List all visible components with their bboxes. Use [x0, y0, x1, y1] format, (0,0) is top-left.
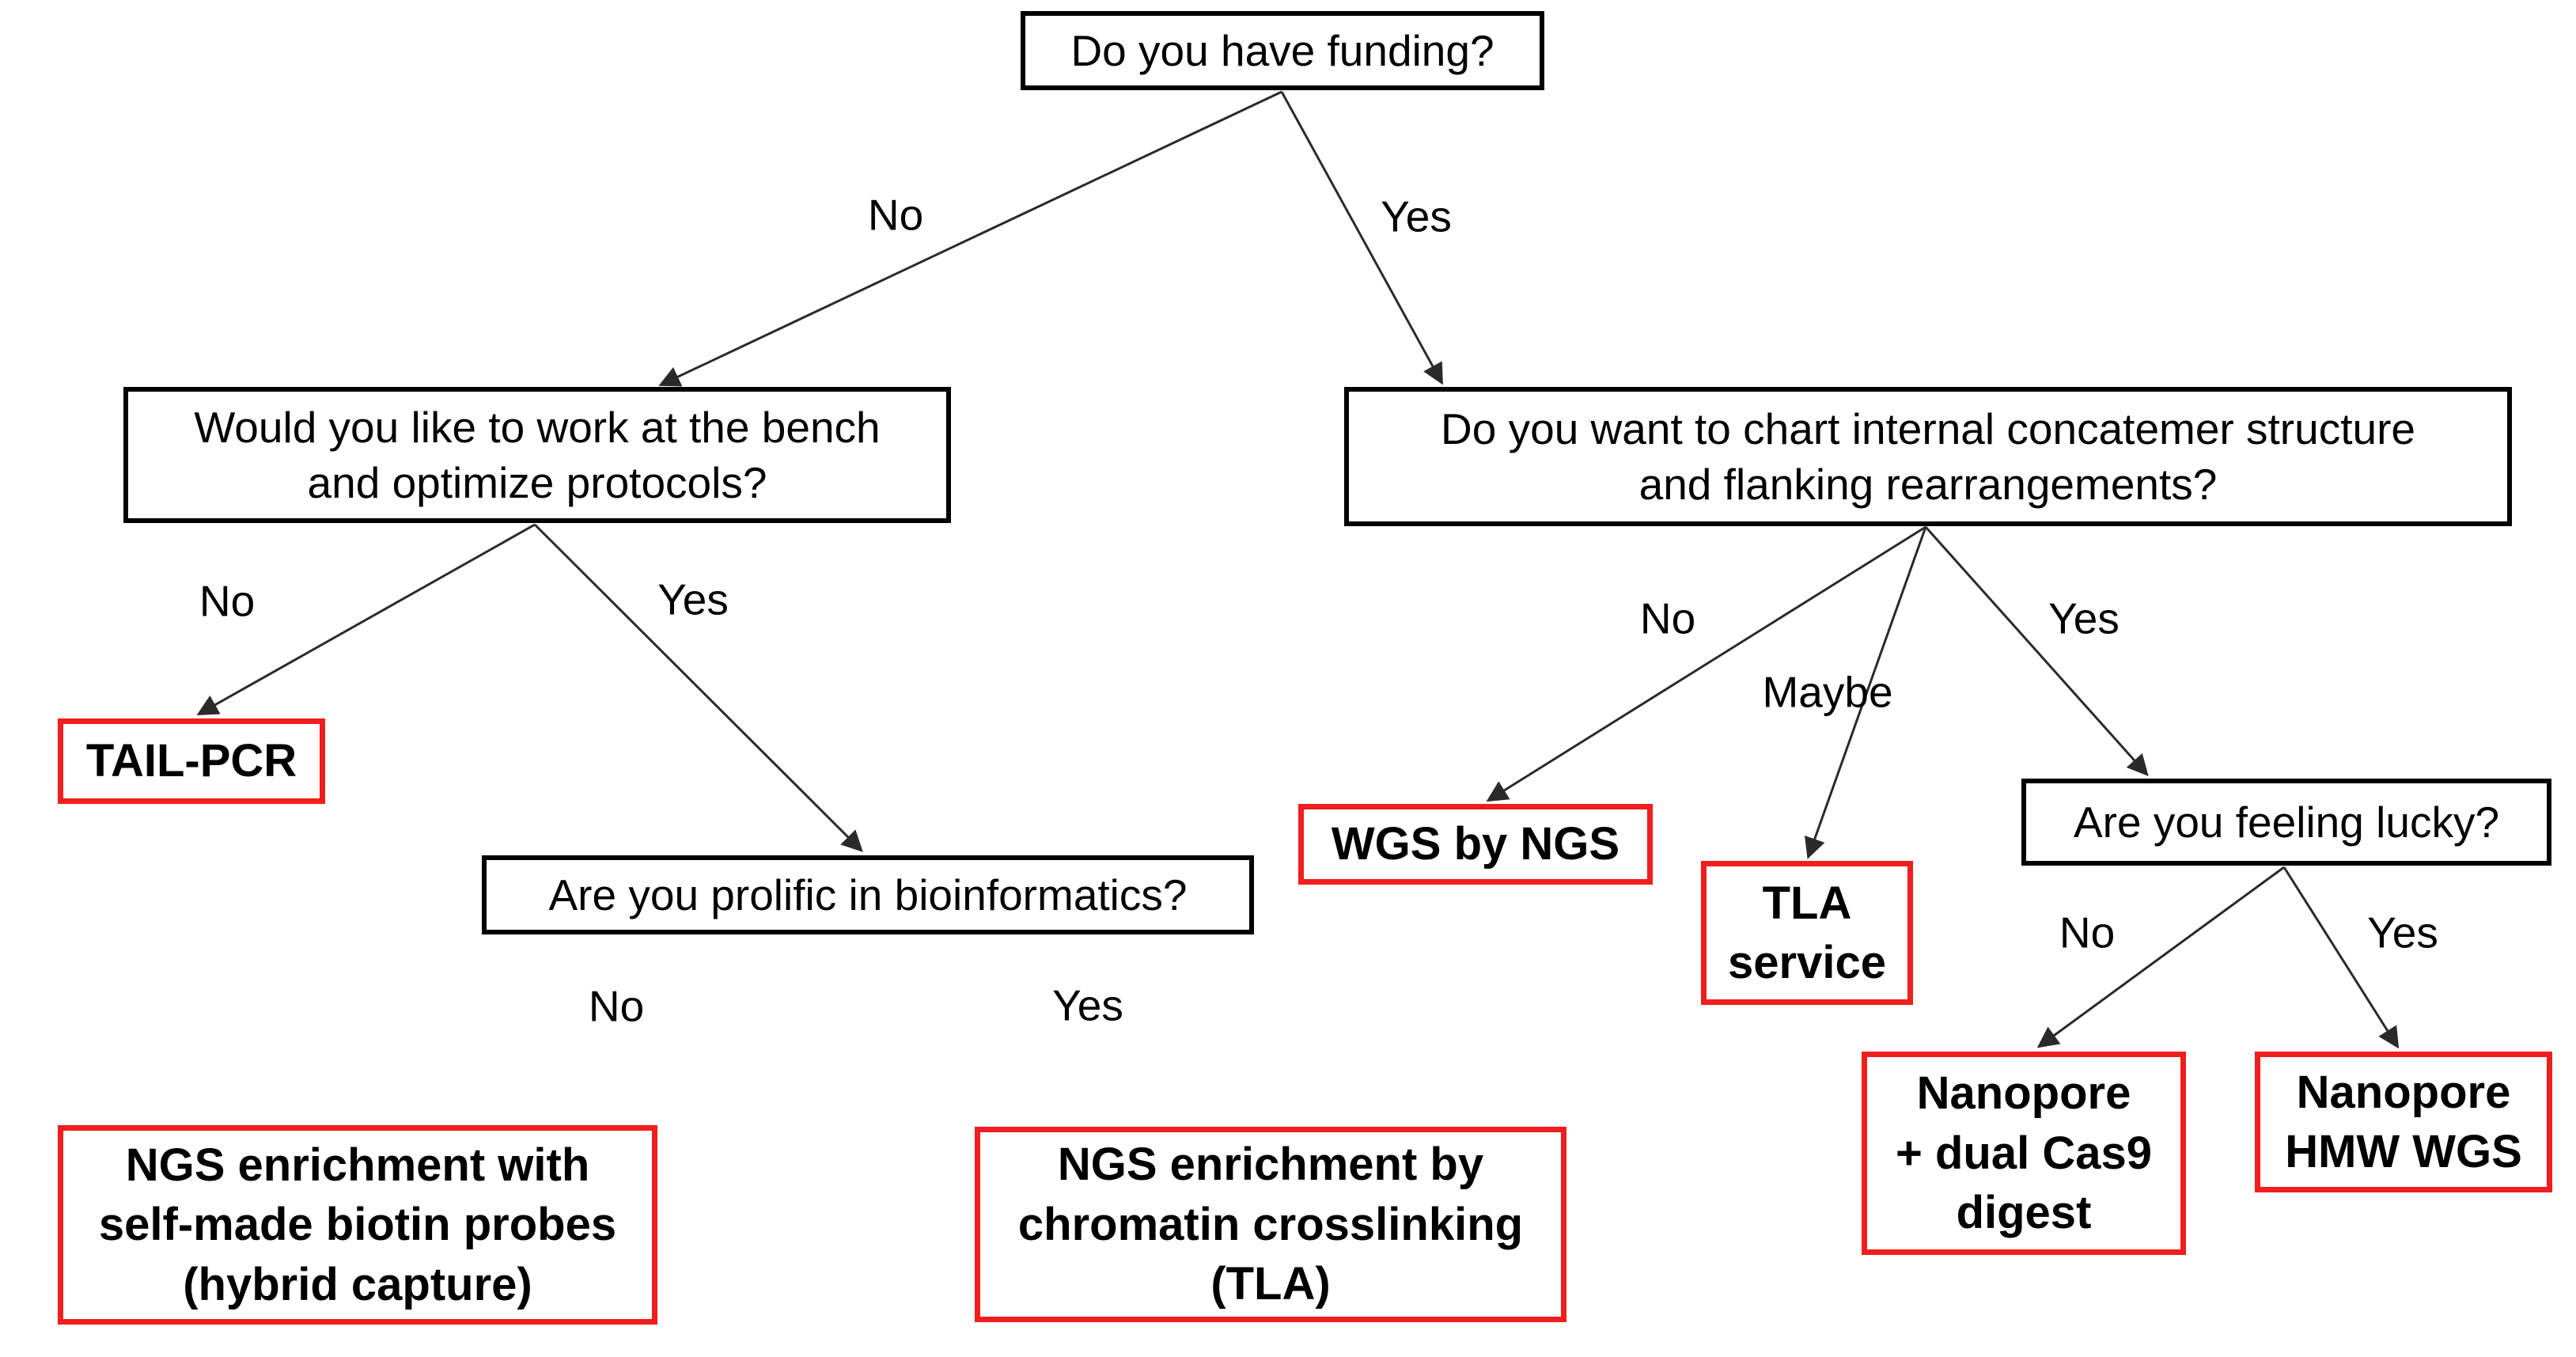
edge-concatemer-yes: [1924, 526, 2149, 777]
edge-funding-no: [658, 90, 1282, 387]
node-question-funding: Do you have funding?: [1021, 11, 1544, 90]
node-outcome-tla-crosslinking: NGS enrichment by chromatin crosslinking…: [975, 1127, 1566, 1322]
edge-label-lucky-yes: Yes: [2367, 908, 2438, 957]
node-question-bioinformatics: Are you prolific in bioinformatics?: [482, 855, 1254, 934]
node-outcome-wgs-by-ngs: WGS by NGS: [1298, 804, 1653, 885]
edge-label-concatemer-no: No: [1639, 593, 1696, 643]
edge-label-concatemer-yes: Yes: [2048, 593, 2120, 643]
edge-label-bioinformatics-yes: Yes: [1052, 980, 1123, 1030]
edge-label-concatemer-maybe: Maybe: [1762, 667, 1893, 717]
node-question-bench: Would you like to work at the bench and …: [123, 387, 951, 523]
node-question-concatemer: Do you want to chart internal concatemer…: [1344, 387, 2512, 526]
node-outcome-hybrid-capture: NGS enrichment with self-made biotin pro…: [58, 1125, 657, 1325]
node-outcome-cas9-digest: Nanopore + dual Cas9 digest: [1862, 1052, 2186, 1255]
edge-label-bench-yes: Yes: [657, 574, 729, 624]
edge-label-bioinformatics-no: No: [588, 981, 645, 1031]
node-outcome-hmw-wgs: Nanopore HMW WGS: [2255, 1052, 2552, 1192]
edge-label-lucky-no: No: [2059, 908, 2116, 957]
edge-concatemer-no: [1486, 525, 1926, 802]
edge-label-funding-yes: Yes: [1381, 191, 1452, 241]
edge-label-funding-no: No: [867, 190, 924, 240]
edge-label-bench-no: No: [199, 576, 256, 626]
node-outcome-tail-pcr: TAIL-PCR: [58, 718, 325, 804]
edge-bench-yes: [533, 523, 863, 852]
node-question-feeling-lucky: Are you feeling lucky?: [2021, 779, 2551, 866]
node-outcome-tla-service: TLA service: [1701, 861, 1913, 1005]
